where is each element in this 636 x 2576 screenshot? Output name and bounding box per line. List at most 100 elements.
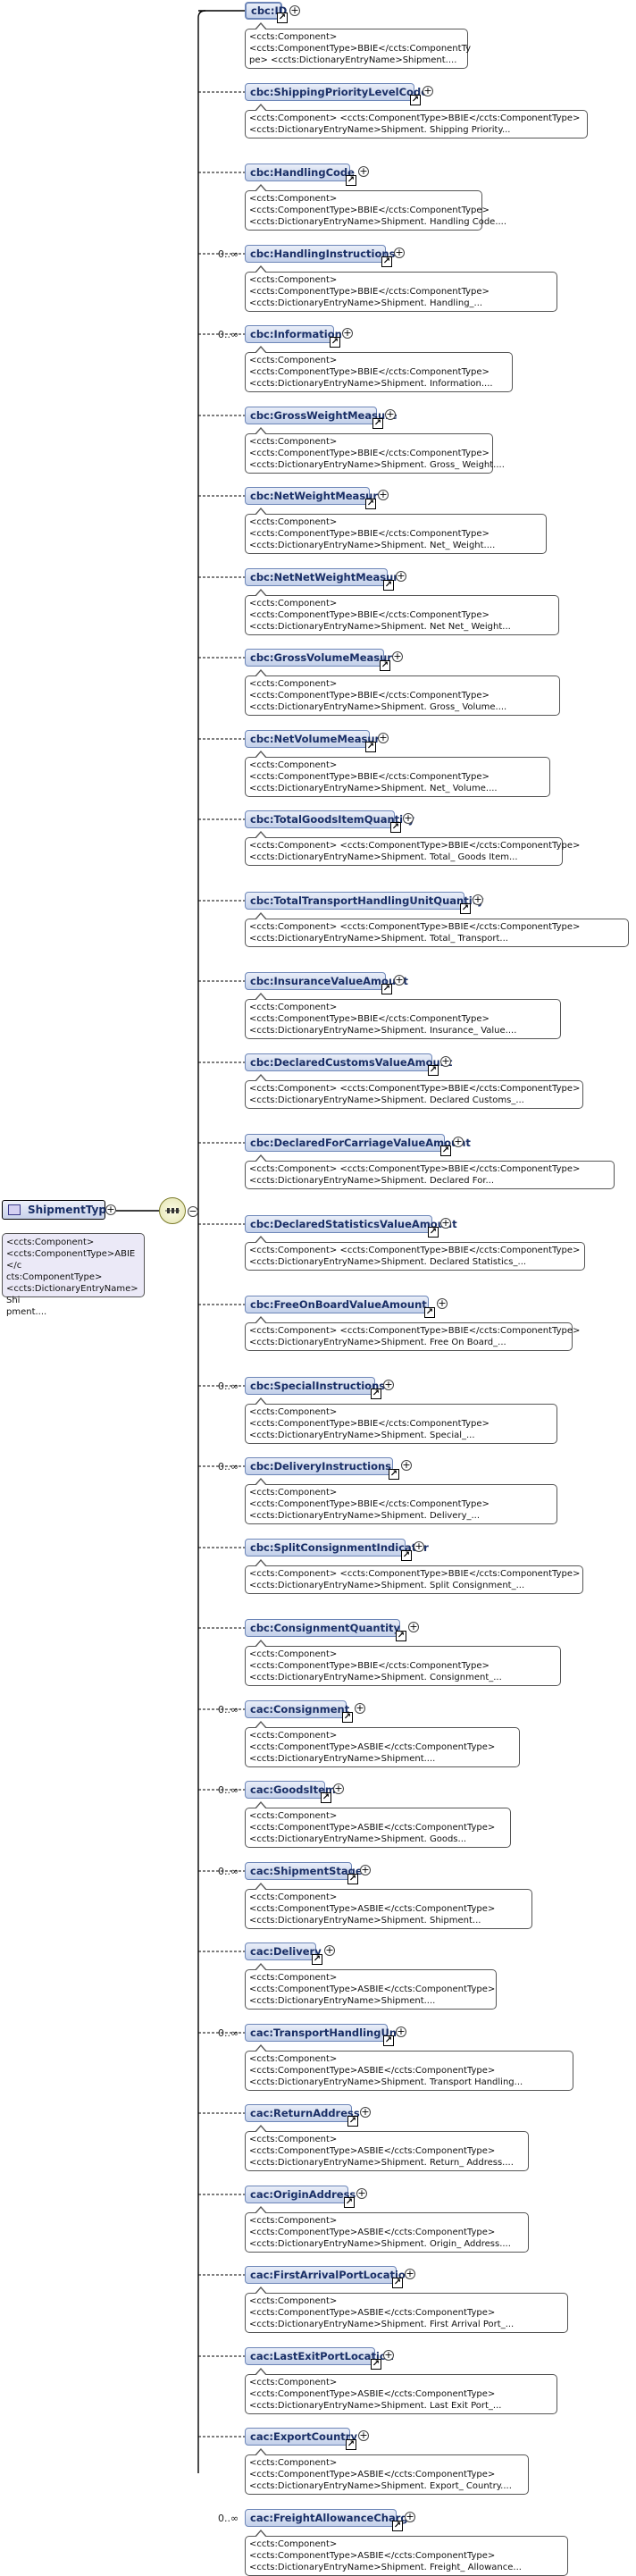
element-box[interactable]: cac:ReturnAddress↗+: [245, 2104, 371, 2127]
element-box[interactable]: cbc:NetWeightMeasure↗+: [245, 487, 389, 509]
element-box[interactable]: cbc:ShippingPriorityLevelCode↗+: [245, 83, 433, 105]
expand-icon[interactable]: +: [378, 489, 389, 500]
external-link-icon[interactable]: ↗: [396, 1631, 406, 1641]
expand-icon[interactable]: +: [423, 85, 433, 96]
external-link-icon[interactable]: ↗: [312, 1954, 322, 1965]
external-link-icon[interactable]: ↗: [424, 1307, 435, 1318]
external-link-icon[interactable]: ↗: [383, 580, 394, 591]
expand-icon[interactable]: +: [360, 1864, 371, 1875]
expand-icon[interactable]: +: [414, 1540, 424, 1552]
expand-icon[interactable]: +: [473, 894, 483, 905]
external-link-icon[interactable]: ↗: [330, 337, 340, 348]
expand-icon[interactable]: +: [408, 1621, 419, 1632]
external-link-icon[interactable]: ↗: [372, 418, 383, 429]
expand-icon[interactable]: +: [437, 1297, 448, 1309]
element-box[interactable]: cac:Delivery↗+: [245, 1942, 335, 1965]
expand-icon[interactable]: +: [405, 2268, 415, 2279]
expand-icon[interactable]: +: [401, 1459, 412, 1471]
root-element-box[interactable]: ShipmentType: [2, 1200, 113, 1220]
element-box[interactable]: cbc:DeclaredStatisticsValueAmount↗+: [245, 1215, 457, 1238]
element-box[interactable]: cbc:ID↗+: [245, 2, 300, 23]
expand-icon[interactable]: +: [440, 1217, 451, 1229]
external-link-icon[interactable]: ↗: [381, 256, 392, 267]
element-box[interactable]: cbc:TotalGoodsItemQuantity↗+: [245, 810, 414, 833]
expand-icon[interactable]: +: [378, 732, 389, 743]
expand-icon[interactable]: +: [405, 2511, 415, 2522]
expand-icon[interactable]: +: [396, 570, 406, 582]
element-box[interactable]: cac:OriginAddress↗+: [245, 2186, 367, 2208]
element-box[interactable]: cbc:DeclaredForCarriageValueAmount↗+: [245, 1134, 471, 1156]
expand-icon[interactable]: +: [358, 165, 369, 177]
external-link-icon[interactable]: ↗: [371, 1389, 381, 1399]
expand-icon[interactable]: +: [383, 1379, 394, 1390]
expand-icon[interactable]: +: [385, 408, 396, 420]
expand-icon[interactable]: +: [394, 247, 405, 258]
external-link-icon[interactable]: ↗: [365, 499, 376, 509]
sequence-collapse-icon[interactable]: −: [188, 1205, 198, 1217]
expand-icon[interactable]: +: [333, 1783, 344, 1794]
expand-icon[interactable]: +: [383, 2349, 394, 2361]
expand-icon[interactable]: +: [356, 2187, 367, 2199]
external-link-icon[interactable]: ↗: [390, 822, 401, 833]
element-box[interactable]: cbc:NetNetWeightMeasure↗+: [245, 568, 406, 591]
expand-icon[interactable]: +: [289, 4, 300, 16]
external-link-icon[interactable]: ↗: [346, 175, 356, 186]
external-link-icon[interactable]: ↗: [371, 2359, 381, 2370]
external-link-icon[interactable]: ↗: [365, 742, 376, 752]
element-box[interactable]: cbc:GrossVolumeMeasure↗+: [245, 649, 403, 671]
external-link-icon[interactable]: ↗: [381, 984, 392, 994]
external-link-icon[interactable]: ↗: [380, 660, 390, 671]
element-box[interactable]: cbc:SplitConsignmentIndicator↗+: [245, 1539, 429, 1561]
expand-icon[interactable]: +: [342, 327, 353, 339]
expand-icon[interactable]: +: [403, 812, 414, 824]
root-expand-icon[interactable]: +: [105, 1204, 116, 1215]
element-box[interactable]: cac:ShipmentStage↗+: [245, 1862, 371, 1884]
element-box[interactable]: cac:TransportHandlingUnit↗+: [245, 2024, 406, 2046]
external-link-icon[interactable]: ↗: [277, 13, 288, 23]
external-link-icon[interactable]: ↗: [342, 1712, 353, 1723]
element-box[interactable]: cbc:HandlingInstructions↗+: [245, 245, 405, 267]
expand-icon[interactable]: +: [396, 2026, 406, 2037]
element-box[interactable]: cac:GoodsItem↗+: [245, 1781, 344, 1803]
element-box[interactable]: cac:FirstArrivalPortLocation↗+: [245, 2266, 415, 2288]
element-box[interactable]: cac:LastExitPortLocation↗+: [245, 2347, 394, 2370]
external-link-icon[interactable]: ↗: [347, 2116, 358, 2127]
element-box[interactable]: cbc:HandlingCode↗+: [245, 164, 369, 186]
element-box[interactable]: cac:Consignment↗+: [245, 1700, 365, 1723]
element-box[interactable]: cac:ExportCountry↗+: [245, 2428, 369, 2450]
expand-icon[interactable]: +: [358, 2429, 369, 2441]
element-box[interactable]: cbc:GrossWeightMeasure↗+: [245, 407, 398, 429]
element-box[interactable]: cbc:DeclaredCustomsValueAmount↗+: [245, 1053, 452, 1076]
element-box[interactable]: cbc:DeliveryInstructions↗+: [245, 1457, 412, 1480]
external-link-icon[interactable]: ↗: [428, 1227, 439, 1238]
sequence-compositor-icon[interactable]: [159, 1197, 186, 1224]
external-link-icon[interactable]: ↗: [347, 1874, 358, 1884]
element-box[interactable]: cac:FreightAllowanceCharge↗+: [245, 2509, 415, 2531]
external-link-icon[interactable]: ↗: [428, 1065, 439, 1076]
expand-icon[interactable]: +: [355, 1702, 365, 1714]
external-link-icon[interactable]: ↗: [383, 2035, 394, 2046]
external-link-icon[interactable]: ↗: [321, 1792, 331, 1803]
element-box[interactable]: cbc:FreeOnBoardValueAmount↗+: [245, 1296, 448, 1318]
external-link-icon[interactable]: ↗: [344, 2197, 355, 2208]
element-box[interactable]: cbc:InsuranceValueAmount↗+: [245, 972, 408, 994]
external-link-icon[interactable]: ↗: [346, 2439, 356, 2450]
external-link-icon[interactable]: ↗: [460, 903, 471, 914]
external-link-icon[interactable]: ↗: [410, 95, 421, 105]
expand-icon[interactable]: +: [324, 1944, 335, 1956]
external-link-icon[interactable]: ↗: [392, 2521, 403, 2531]
external-link-icon[interactable]: ↗: [392, 2278, 403, 2288]
expand-icon[interactable]: +: [392, 650, 403, 662]
element-box[interactable]: cbc:Information↗+: [245, 325, 353, 348]
element-box[interactable]: cbc:TotalTransportHandlingUnitQuantity↗+: [245, 892, 484, 914]
expand-icon[interactable]: +: [440, 1055, 451, 1067]
external-link-icon[interactable]: ↗: [401, 1550, 412, 1561]
expand-icon[interactable]: +: [453, 1136, 464, 1147]
external-link-icon[interactable]: ↗: [389, 1469, 399, 1480]
expand-icon[interactable]: +: [360, 2106, 371, 2118]
element-box[interactable]: cbc:NetVolumeMeasure↗+: [245, 730, 389, 752]
element-box[interactable]: cbc:ConsignmentQuantity↗+: [245, 1619, 419, 1641]
expand-icon[interactable]: +: [394, 974, 405, 986]
external-link-icon[interactable]: ↗: [440, 1145, 451, 1156]
element-box[interactable]: cbc:SpecialInstructions↗+: [245, 1377, 394, 1399]
